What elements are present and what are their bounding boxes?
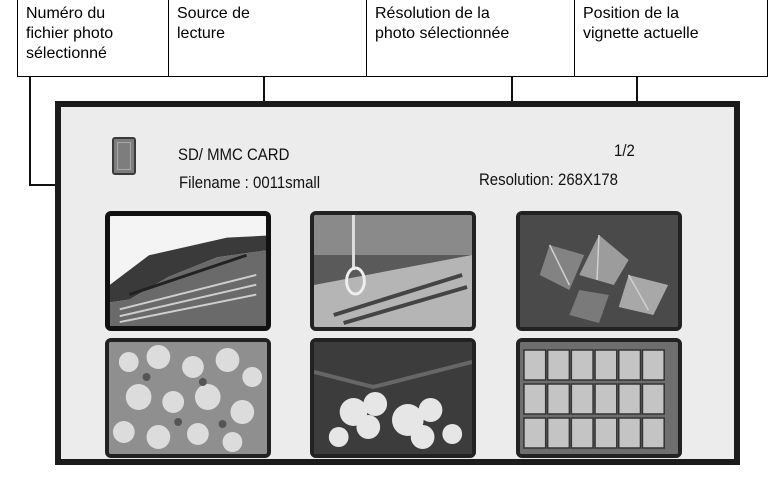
callout-line: photo sélectionnée (375, 25, 510, 42)
thumbnail-leaves[interactable] (516, 211, 682, 331)
callout-line: fichier photo (26, 25, 114, 42)
resolution-label: Resolution: 268X178 (479, 170, 618, 189)
callout-line: vignette actuelle (583, 25, 699, 42)
callout-line: Numéro du (26, 5, 106, 22)
page-indicator: 1/2 (614, 141, 635, 160)
thumbnail-sake-barrels[interactable] (516, 338, 682, 458)
callout-file-number: Numéro du fichier photo sélectionné (17, 0, 169, 77)
source-label: SD/ MMC CARD (178, 145, 290, 164)
photo-browser-screen: SD/ MMC CARD Filename : 0011small 1/2 Re… (55, 101, 740, 465)
thumbnail-pagoda[interactable] (105, 211, 271, 331)
thumbnail-bell-rope[interactable] (310, 211, 476, 331)
thumbnail-cherry-flowers[interactable] (310, 338, 476, 458)
sd-card-icon (112, 137, 136, 175)
leader-line-file-number (29, 77, 31, 185)
callout-source: Source de lecture (169, 0, 367, 77)
filename-label: Filename : 0011small (179, 173, 321, 192)
thumbnail-blossoms[interactable] (105, 338, 271, 458)
callout-table: Numéro du fichier photo sélectionné Sour… (0, 0, 784, 78)
callout-line: Position de la (583, 5, 680, 22)
callout-line: Résolution de la (375, 5, 490, 22)
callout-position: Position de la vignette actuelle (575, 0, 768, 77)
callout-line: lecture (177, 25, 226, 42)
callout-resolution: Résolution de la photo sélectionnée (367, 0, 575, 77)
callout-line: Source de (177, 5, 250, 22)
callout-line: sélectionné (26, 45, 107, 62)
